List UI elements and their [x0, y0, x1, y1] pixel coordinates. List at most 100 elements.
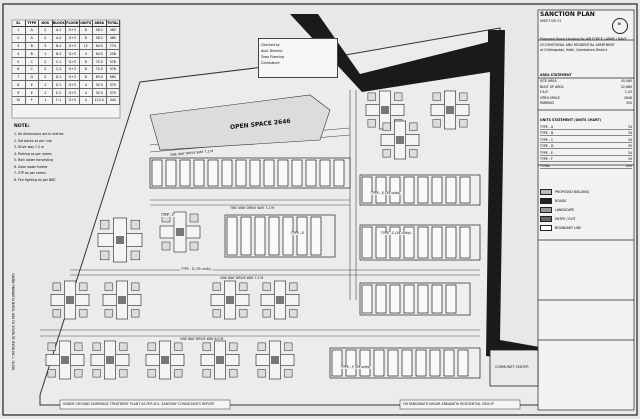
- bar-block-right-2-unit: [417, 226, 429, 259]
- table-cell: 2: [39, 34, 53, 42]
- cross-tower: [210, 280, 250, 320]
- unit-row-label: TYPE - B: [540, 131, 554, 136]
- area-row: BUILT UP AREA 22,680: [540, 85, 632, 89]
- bar-block-right-3-unit: [431, 284, 443, 314]
- note-line: 2. Set backs as per rule: [14, 138, 52, 143]
- area-row-label: SITE AREA: [540, 79, 557, 84]
- table-cell: 370: [107, 81, 120, 89]
- table-cell: G+3: [66, 81, 80, 89]
- bottom-caption-box-right: [399, 399, 521, 410]
- cross-tower: [260, 280, 300, 320]
- area-row-label: F.A.R: [540, 90, 548, 95]
- cross-tower: [90, 340, 130, 380]
- bar-block-right-3-unit: [417, 284, 429, 314]
- bar-block-top-unit: [193, 159, 205, 187]
- table-cell: B-2: [53, 50, 66, 58]
- table-cell: 8: [80, 58, 93, 65]
- table-cell: 8: [12, 81, 26, 89]
- cross-tower: [50, 280, 90, 320]
- bottom-caption-left: UNDER GROUND SEWERAGE TREATMENT PLANT AS…: [63, 402, 215, 406]
- bar-block-top-unit: [263, 159, 275, 187]
- table-cell: 4: [80, 97, 93, 104]
- title-block: SANCTION PLAN SHEET NO 01 N Proposed Gro…: [540, 12, 632, 231]
- note-line: 5. Rain water harvesting: [14, 158, 54, 162]
- area-row: F.A.R 1.25: [540, 90, 632, 94]
- table-cell: F: [26, 97, 39, 104]
- road-label: ONE WAY DRIVE WAY 6.0 M: [180, 337, 224, 341]
- table-header-cell: NOS: [39, 20, 53, 26]
- community-center-label: COMMUNITY CENTER: [495, 365, 529, 369]
- bar-block-right-2-unit: [361, 226, 373, 259]
- table-cell: B: [26, 42, 39, 50]
- table-cell: E: [26, 89, 39, 97]
- bar-block-mid-unit: [268, 216, 280, 256]
- table-cell: 4: [80, 50, 93, 58]
- bar-block-bottom-unit: [401, 349, 413, 377]
- area-row-label: OPEN SPACE: [540, 95, 560, 100]
- table-cell: G+3: [66, 89, 80, 97]
- table-cell: 72.0: [93, 58, 107, 65]
- sheet-title: SANCTION PLAN: [540, 11, 595, 18]
- open-space-plot: [149, 94, 331, 151]
- area-row-value: 1.25: [624, 90, 632, 95]
- table-cell: 8: [80, 73, 93, 81]
- bar-block-mid-unit: [310, 216, 322, 256]
- table-cell: 2: [39, 73, 53, 81]
- notes-lines: 1. All dimensions are in metres 2. Set ba…: [14, 132, 94, 182]
- bar-block-right-3-unit: [403, 284, 415, 314]
- bar-block-right-2-unit: [403, 226, 415, 259]
- unit-row-value: 34: [627, 137, 632, 142]
- legend-swatch: [540, 224, 552, 231]
- unit-row-value: 29: [627, 157, 632, 162]
- table-header-cell: AREA: [93, 20, 107, 26]
- bar-block-right-2-unit: [375, 226, 387, 259]
- table-cell: 8: [80, 65, 93, 73]
- bottom-caption-box-left: [59, 399, 231, 410]
- bar-block-top-unit: [235, 159, 247, 187]
- bar-block-bottom-unit: [429, 349, 441, 377]
- note-line: 1. All dimensions are in metres: [14, 132, 64, 136]
- legend-row: ENTRY / EXIT: [540, 215, 632, 222]
- bar-block-right-1-unit: [417, 176, 429, 204]
- area-row-value: 350: [625, 101, 632, 106]
- area-row-value: 22,680: [620, 84, 632, 89]
- table-cell: 4: [80, 81, 93, 89]
- bar-block-right-1-unit: [431, 176, 443, 204]
- bar-block-mid-unit: [240, 216, 252, 256]
- legend-row: PROPOSED BUILDING: [540, 188, 632, 195]
- table-cell: 58.2: [93, 34, 107, 42]
- legend-row: ROADS: [540, 197, 632, 204]
- table-cell: A-1: [53, 27, 66, 34]
- bar-block-bottom-unit: [443, 349, 455, 377]
- table-cell: 85.0: [93, 73, 107, 81]
- table-cell: 110.0: [93, 97, 107, 104]
- area-row-value: 2646: [623, 95, 632, 100]
- left-table-grid: [11, 19, 121, 119]
- legend-swatch: [540, 197, 552, 204]
- table-cell: G+3: [66, 73, 80, 81]
- cross-tower: [430, 90, 470, 130]
- table-cell: 72.0: [93, 65, 107, 73]
- bar-block-bottom-unit: [387, 349, 399, 377]
- table-cell: G+3: [66, 42, 80, 50]
- buildings-layer: [45, 90, 481, 380]
- unit-row-label: TYPE - F: [540, 157, 553, 162]
- bar-block-right-2-unit: [445, 226, 457, 259]
- unit-row-label: TOTAL: [540, 163, 551, 168]
- cross-tower: [102, 280, 142, 320]
- note-line: 3. Drive way 7.2 m: [14, 145, 45, 149]
- road-label: ONE WAY DRIVE WAY 6.0 M: [380, 79, 424, 83]
- area-row-label: BUILT UP AREA: [540, 84, 564, 89]
- stamp-line: Asst. Director: [261, 49, 283, 53]
- table-cell: 576: [107, 58, 120, 65]
